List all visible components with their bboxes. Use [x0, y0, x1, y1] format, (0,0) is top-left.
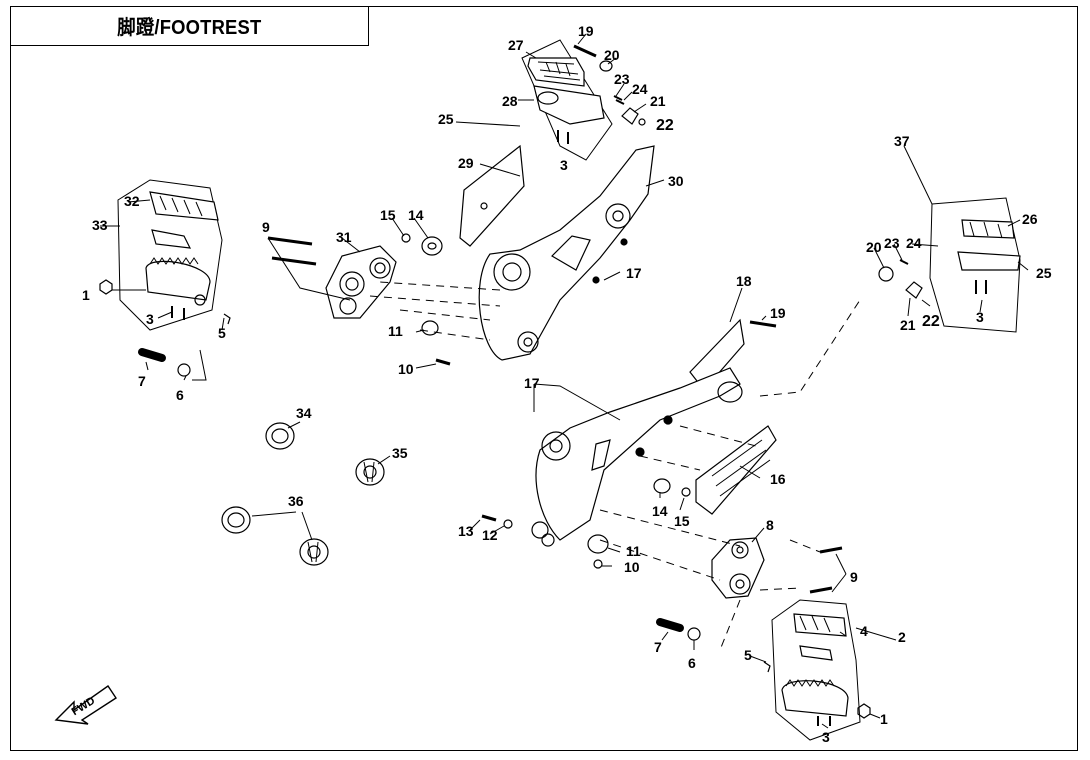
assembly-25-rider-footpeg-upper: [521, 39, 646, 161]
callout-32: 32: [124, 193, 140, 209]
callout-31: 31: [336, 229, 352, 245]
callout-17: 17: [626, 265, 642, 281]
bolts-9-left: [267, 236, 317, 266]
washer-14-left: [401, 233, 443, 256]
callout-21: 21: [650, 93, 666, 109]
callout-24: 24: [632, 81, 648, 97]
callout-3: 3: [976, 309, 984, 325]
callout-37: 37: [894, 133, 910, 149]
assembly-guide-lines: [369, 281, 861, 651]
callout-13: 13: [458, 523, 474, 539]
callout-19: 19: [770, 305, 786, 321]
callout-5: 5: [744, 647, 752, 663]
callout-21: 21: [900, 317, 916, 333]
parts-10-11-left: [421, 320, 451, 366]
callout-8: 8: [766, 517, 774, 533]
callout-1: 1: [82, 287, 90, 303]
callout-11: 11: [626, 543, 641, 559]
callout-25: 25: [438, 111, 454, 127]
hanger-31: [325, 245, 397, 319]
assembly-33-left-footpeg: [99, 179, 231, 377]
callout-2: 2: [898, 629, 906, 645]
page-title: 脚蹬/FOOTREST: [116, 17, 262, 39]
callout-23: 23: [884, 235, 900, 251]
parts-10-11-right: [541, 533, 609, 569]
parts-12-13: [481, 514, 513, 529]
callout-35: 35: [392, 445, 408, 461]
callout-6: 6: [688, 655, 696, 671]
callout-1: 1: [880, 711, 888, 727]
callout-9: 9: [262, 219, 270, 235]
bush-36-a: [221, 506, 251, 534]
bush-34: [265, 422, 295, 450]
drawing-frame: [10, 6, 1078, 751]
callout-26: 26: [1022, 211, 1038, 227]
callout-22: 22: [656, 117, 674, 134]
callout-7: 7: [138, 373, 146, 389]
callout-7: 7: [654, 639, 662, 655]
callout-16: 16: [770, 471, 786, 487]
callout-14: 14: [652, 503, 668, 519]
callout-23: 23: [614, 71, 630, 87]
assembly-2-right-footpeg: [656, 599, 871, 741]
callout-15: 15: [674, 513, 690, 529]
callout-11: 11: [388, 323, 403, 339]
callout-27: 27: [508, 37, 524, 53]
bolts-9-right: [809, 546, 843, 594]
callout-9: 9: [850, 569, 858, 585]
callout-25: 25: [1036, 265, 1052, 281]
callout-5: 5: [218, 325, 226, 341]
callout-20: 20: [866, 239, 882, 255]
callout-24: 24: [906, 235, 922, 251]
callout-29: 29: [458, 155, 474, 171]
callout-18: 18: [736, 273, 752, 289]
bush-35: [355, 458, 385, 486]
callout-34: 34: [296, 405, 312, 421]
callout-6: 6: [176, 387, 184, 403]
bush-36-b: [299, 538, 329, 566]
callout-19: 19: [578, 23, 594, 39]
callout-36: 36: [288, 493, 304, 509]
callout-28: 28: [502, 93, 518, 109]
assembly-37-passenger-peg: [749, 197, 1021, 333]
callout-30: 30: [668, 173, 684, 189]
washer-14-right: [653, 478, 691, 497]
callout-17: 17: [524, 375, 540, 391]
right-bracket-18: [531, 318, 777, 541]
callout-20: 20: [604, 47, 620, 63]
callout-14: 14: [408, 207, 424, 223]
callout-3: 3: [146, 311, 154, 327]
callout-12: 12: [482, 527, 498, 543]
callout-3: 3: [822, 729, 830, 745]
hanger-8: [711, 537, 765, 599]
forward-arrow-icon: FWD: [52, 680, 122, 730]
callout-33: 33: [92, 217, 108, 233]
callout-4: 4: [860, 623, 868, 639]
callout-15: 15: [380, 207, 396, 223]
callout-10: 10: [624, 559, 640, 575]
leader-lines: [100, 33, 1029, 729]
left-bracket-30: [459, 144, 655, 361]
callout-22: 22: [922, 313, 940, 330]
callout-3: 3: [560, 157, 568, 173]
title-box: 脚蹬/FOOTREST: [10, 6, 369, 46]
callout-10: 10: [398, 361, 414, 377]
